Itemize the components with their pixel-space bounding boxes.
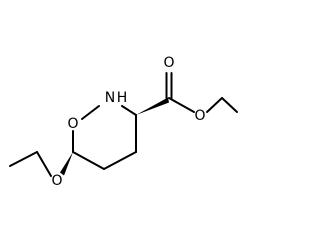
bond-n-c3 [121,105,137,116]
bond-c5-c6 [72,151,105,170]
ethoxy-oxygen-label: O [51,173,62,189]
structure-canvas: N H O O O O [9,55,238,189]
bond-ester-c-ester-o [168,97,195,113]
bond-ethoxy-o-ch2 [36,151,52,177]
bond-ch2-ch3 [221,97,238,113]
ring-nitrogen-hydrogen-label: H [117,90,128,106]
carbonyl-oxygen-label: O [163,55,174,71]
ring-oxygen-label: O [67,116,78,132]
ring-nitrogen-label: N [105,90,115,106]
bond-ethoxy-ch2-ch3 [9,151,38,167]
bond-o-n [81,105,100,120]
ester-oxygen-label: O [194,108,205,124]
bond-ester-o-ch2 [206,97,223,113]
wedge-bond-c6-ethoxy [60,152,73,176]
bond-c4-c5 [103,151,137,170]
molecule-drawing: N H O O O O [9,55,238,189]
wedge-bond-c3-ester [136,97,169,115]
